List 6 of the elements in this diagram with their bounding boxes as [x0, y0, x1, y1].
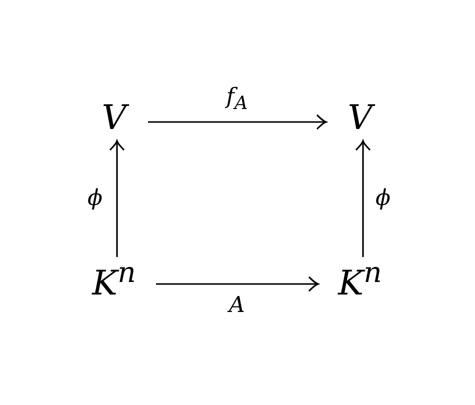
math-symbol: V [80, 95, 148, 141]
edge-label: ϕ [376, 188, 390, 210]
math-symbol: V [326, 95, 394, 141]
edge-label: ϕ [88, 188, 102, 210]
math-symbol: K$^{n}$ [72, 257, 156, 303]
math-symbol: K$^{n}$ [318, 257, 402, 303]
